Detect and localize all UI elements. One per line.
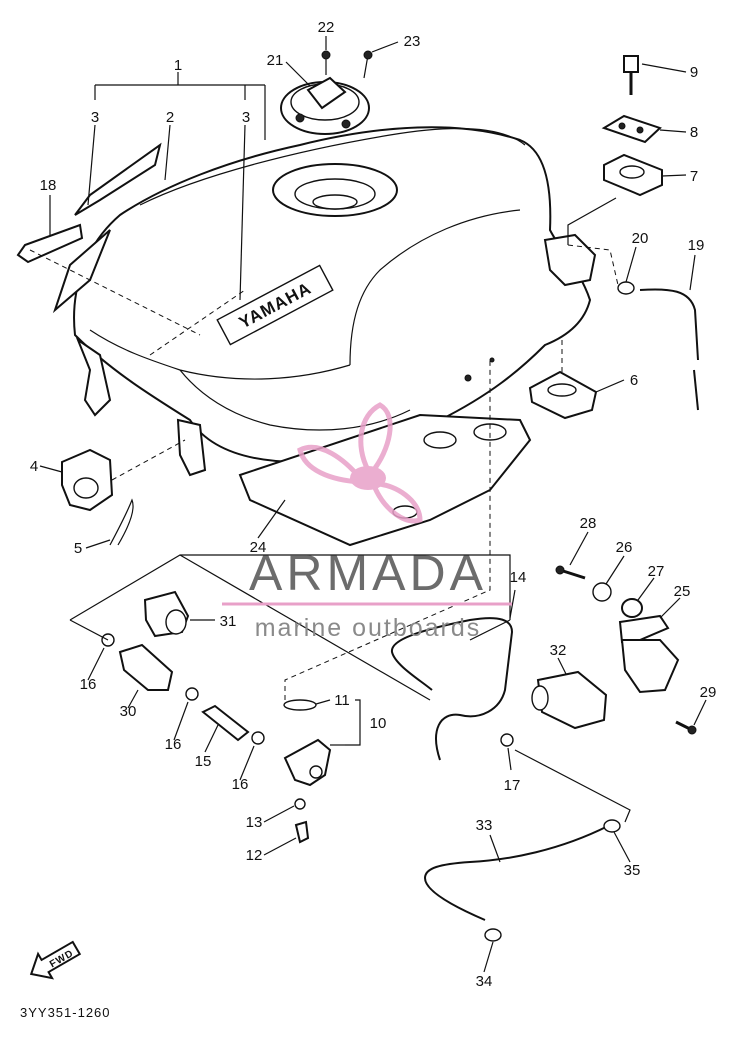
callout-5: 5: [74, 540, 82, 557]
callout-17: 17: [504, 777, 521, 794]
callout-28: 28: [580, 515, 597, 532]
callout-1: 1: [174, 57, 182, 74]
callout-14: 14: [510, 569, 527, 586]
callout-9: 9: [690, 64, 698, 81]
clip-20: [617, 281, 635, 295]
o-ring-11: [283, 699, 317, 711]
callout-31: 31: [220, 613, 237, 630]
screw-28: [555, 565, 586, 580]
callout-3: 3: [91, 109, 99, 126]
leader-lines: [29, 36, 707, 973]
washer-13: [294, 798, 306, 810]
callout-34: 34: [476, 973, 493, 990]
clamp-17: [500, 733, 514, 747]
fuel-pump-32: [531, 670, 608, 730]
screw-22: [321, 50, 331, 75]
watermark-tagline: marine outboards: [255, 614, 482, 642]
fuel-cap-21: [280, 76, 370, 135]
reference-code: 3YY351-1260: [20, 1005, 111, 1020]
band-5: [109, 498, 134, 546]
pipe-15: [201, 704, 250, 742]
decals: [16, 142, 162, 314]
callout-23: 23: [404, 33, 421, 50]
callout-16: 16: [232, 776, 249, 793]
callout-13: 13: [246, 814, 263, 831]
callout-3: 3: [242, 109, 250, 126]
fwd-arrow: FWD: [29, 940, 82, 980]
callout-25: 25: [674, 583, 691, 600]
grommet-26: [592, 582, 612, 602]
fuel-tank: YAMAHA: [73, 126, 597, 477]
hose-33: [423, 825, 609, 921]
callout-35: 35: [624, 862, 641, 879]
callout-24: 24: [250, 539, 267, 556]
callout-10: 10: [370, 715, 387, 732]
callout-21: 21: [267, 52, 284, 69]
hose-19: [639, 288, 699, 411]
bolt-9: [623, 55, 639, 95]
callout-16: 16: [80, 676, 97, 693]
callout-20: 20: [632, 230, 649, 247]
callout-18: 18: [40, 177, 57, 194]
clamps-16: [101, 633, 265, 745]
callout-29: 29: [700, 684, 717, 701]
callout-4: 4: [30, 458, 38, 475]
callout-11: 11: [334, 692, 350, 709]
callout-6: 6: [630, 372, 638, 389]
propeller-logo: [297, 402, 423, 524]
callout-26: 26: [616, 539, 633, 556]
watermark: ARMADA marine outboards: [222, 402, 512, 642]
plate-8: [601, 114, 662, 144]
filter-30: [118, 643, 174, 691]
callout-22: 22: [318, 19, 335, 36]
fuel-cock-10: [283, 738, 332, 787]
callout-27: 27: [648, 563, 665, 580]
bracket-25: [618, 614, 680, 694]
screw-23: [363, 50, 373, 79]
callout-8: 8: [690, 124, 698, 141]
screw-12: [294, 820, 310, 844]
clamp-35: [603, 819, 621, 833]
watermark-brand: ARMADA: [249, 545, 487, 601]
cover-4: [61, 448, 114, 512]
damper-6: [528, 370, 598, 420]
hose-14: [390, 617, 514, 761]
callouts: 1 2 3 3 4 5 6 7 8 9 10 11 12 13 14 15 16…: [30, 19, 717, 990]
callout-12: 12: [246, 847, 263, 864]
callout-33: 33: [476, 817, 493, 834]
screw-29: [675, 720, 697, 735]
callout-2: 2: [166, 109, 174, 126]
damper-7: [603, 153, 663, 197]
callout-32: 32: [550, 642, 567, 659]
callout-7: 7: [690, 168, 698, 185]
callout-19: 19: [688, 237, 705, 254]
callout-30: 30: [120, 703, 137, 720]
clamp-34: [484, 928, 502, 942]
callout-15: 15: [195, 753, 212, 770]
sender-31: [143, 590, 190, 638]
callout-16: 16: [165, 736, 182, 753]
grommet-27: [621, 598, 643, 618]
